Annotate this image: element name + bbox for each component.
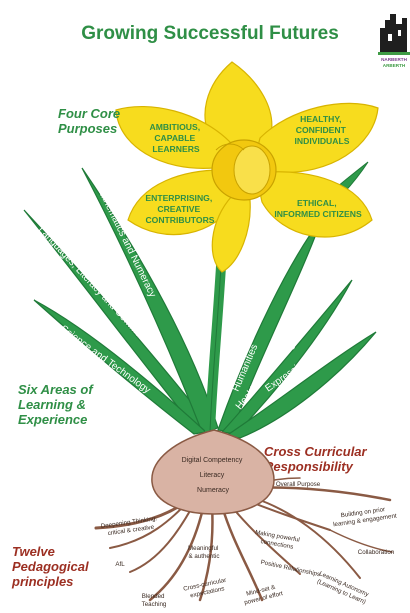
principle-cross-expectations: Cross-curricular expectations [183,576,231,600]
principle-overall-purpose: Overall Purpose [276,481,321,488]
principle-relationships: Positive Relationships [260,559,321,578]
logo-text-english: NARBERTH [381,57,407,62]
principle-meaningful: Meaningful & authentic [188,545,220,560]
principle-collaboration: Collaboration [358,549,395,556]
principle-connections: Making powerful connections [253,529,302,552]
principle-autonomy: Learning Autonomy (Learning to Learn) [315,570,371,606]
heading-four-core-purposes: Four Core Purposes [58,106,124,136]
daffodil-flower [116,62,378,272]
principle-building: Building on prior learning & engagement [332,505,398,529]
principle-mindset: Mind-set & power of effort [242,582,284,606]
heading-six-areas: Six Areas of Learning & Experience [18,382,96,427]
principle-blended: Blended Teaching [142,593,167,608]
principle-afl: AfL [115,561,125,568]
heading-twelve-principles: Twelve Pedagogical principles [11,544,92,589]
purpose-healthy: HEALTHY, CONFIDENT INDIVIDUALS [295,114,350,146]
logo-text-welsh: ARBERTH [383,63,406,68]
principle-deepening: Deepening Thinking: critical & creative [100,515,160,538]
page-title: Growing Successful Futures [81,23,339,44]
heading-cross-curricular: Cross Curricular Responsibility [264,444,370,474]
castle-ruin-logo: NARBERTH ARBERTH [378,14,410,68]
purpose-ambitious: AMBITIOUS, CAPABLE LEARNERS [150,122,203,154]
